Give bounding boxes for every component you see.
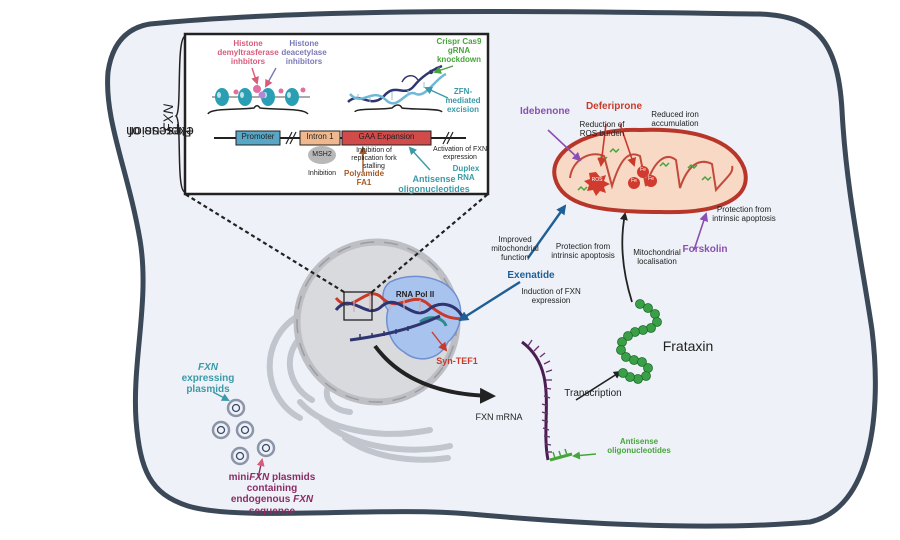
fxn-plasmids-label: FXN expressing plasmids bbox=[180, 362, 236, 396]
mini-gene-2: FXN bbox=[293, 494, 314, 506]
intron-box bbox=[299, 130, 341, 146]
nuclear-rna-strand bbox=[349, 314, 441, 342]
expressing-plasmids-text: expressing plasmids bbox=[181, 373, 235, 396]
transcription-label: Transcription bbox=[564, 388, 622, 399]
mini-mid: plasmids containing endogenous bbox=[230, 472, 316, 506]
fe-label-3: Fe bbox=[648, 176, 654, 182]
inset-brace bbox=[174, 35, 186, 193]
improved-mito-label: Improved mitochondrial function bbox=[491, 235, 539, 262]
mini-prefix: mini bbox=[228, 472, 250, 483]
reduced-iron-label: Reduced iron accumulation bbox=[651, 110, 699, 128]
exenatide-arrow-mito bbox=[527, 204, 567, 259]
fork-stalling-label: Inhibition of replication fork stalling bbox=[351, 147, 397, 170]
fe-label-1: Fe bbox=[640, 167, 646, 173]
activation-label: Activation of FXN expression bbox=[432, 146, 488, 161]
protection-intrinsic-label: Protection from intrinsic apoptosis bbox=[712, 205, 776, 223]
deferiprone-label: Deferiprone bbox=[585, 101, 643, 112]
export-arrow bbox=[373, 344, 496, 404]
antisense-bottom-label: Antisense oligonucleotides bbox=[607, 437, 671, 455]
rna-pol-ii bbox=[382, 275, 462, 360]
rna-pol-label: RNA Pol II bbox=[395, 290, 435, 299]
syn-tef1-label: Syn-TEF1 bbox=[436, 356, 478, 366]
hdmt-inhibitors-label: Histone demyltrasferase inhbitors bbox=[217, 39, 279, 66]
fe-ion bbox=[645, 175, 657, 187]
rescue-suffix: expression bbox=[126, 124, 194, 140]
exenatide-label: Exenatide bbox=[507, 270, 555, 281]
mitochondrion bbox=[552, 127, 748, 215]
gene-construct bbox=[214, 130, 466, 172]
duplex-rna-label: Duplex RNA bbox=[452, 164, 480, 182]
fxn-mrna-label: FXN mRNA bbox=[475, 412, 523, 422]
zfn-label: ZFN-mediated excision bbox=[445, 87, 481, 114]
frataxin-label: Frataxin bbox=[662, 338, 714, 354]
zoom-region bbox=[343, 291, 373, 321]
intron-label: Intron 1 bbox=[306, 132, 334, 141]
mini-end: sequence bbox=[248, 505, 296, 517]
promoter-label: Promoter bbox=[241, 132, 275, 141]
induction-label: Induction of FXN expression bbox=[521, 287, 581, 305]
dna-strand-navy bbox=[334, 300, 464, 317]
mini-fxn-plasmids-label: miniFXN plasmids containing endogenous F… bbox=[226, 472, 318, 517]
gaa-label: GAA Expansion bbox=[358, 132, 415, 141]
antisense-top-label: Antisense oligonucleotides bbox=[398, 174, 470, 195]
nucleosomes bbox=[212, 85, 310, 106]
msh2-protein bbox=[308, 146, 336, 164]
idebenone-label: Idebenone bbox=[519, 106, 570, 117]
gaa-box bbox=[341, 130, 432, 146]
forskolin-label: Forskolin bbox=[682, 244, 728, 255]
plasmid-group bbox=[211, 398, 276, 466]
crispr-label: Crispr Cas9 gRNA knockdown bbox=[436, 37, 482, 64]
mini-gene: FXN bbox=[249, 472, 270, 483]
fe-ion bbox=[637, 166, 649, 178]
exenatide-arrow-nucleus bbox=[458, 280, 521, 322]
mito-localisation-label: Mitochondrial localisation bbox=[633, 248, 681, 266]
hdac-inhibitors-label: Histone deacetylase inhibitors bbox=[281, 39, 327, 66]
endoplasmic-reticulum bbox=[266, 313, 453, 463]
fe-ion bbox=[628, 177, 640, 189]
promoter-box bbox=[235, 130, 281, 146]
fe-label-2: Fe bbox=[631, 178, 637, 184]
fxn-mrna bbox=[521, 339, 573, 462]
inset-panel bbox=[183, 32, 490, 196]
ros-burden-label: Reduction of ROS burden bbox=[579, 120, 625, 138]
msh2-label: MSH2 bbox=[312, 151, 332, 158]
ros-burst bbox=[584, 172, 610, 196]
ros-label: ROS bbox=[591, 177, 603, 183]
protection-apoptosis-label: Protection from intrinsic apoptosis bbox=[551, 242, 615, 260]
inhibition-label: Inhibition bbox=[307, 170, 337, 177]
polyamide-label: Polyamide FA1 bbox=[344, 169, 385, 187]
fxn-gene-label: FXN bbox=[198, 362, 218, 373]
frataxin-protein bbox=[616, 299, 662, 384]
